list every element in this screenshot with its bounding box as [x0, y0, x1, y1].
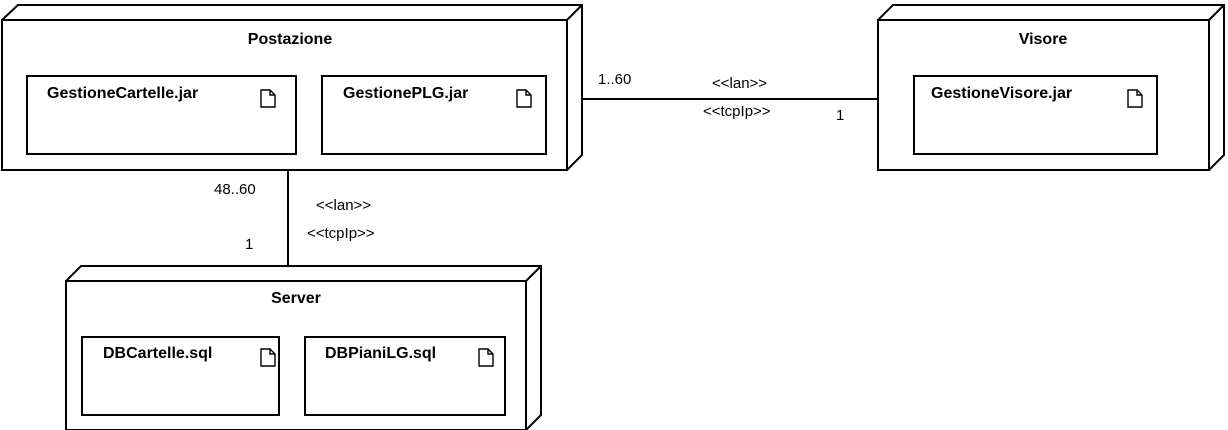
artifact-box-gestionecartelle — [26, 75, 297, 155]
node-server-box — [65, 265, 542, 430]
node-visore-box — [877, 4, 1225, 171]
multiplicity-postazione-visore-from: 1..60 — [598, 71, 632, 88]
artifact-label-gestionevisore: GestioneVisore.jar — [931, 85, 1073, 102]
document-icon — [516, 89, 532, 108]
document-icon — [478, 348, 494, 367]
multiplicity-postazione-server-from: 48..60 — [214, 181, 256, 198]
artifact-label-gestionecartelle: GestioneCartelle.jar — [47, 85, 199, 102]
artifact-label-gestioneplg: GestionePLG.jar — [343, 85, 469, 102]
artifact-box-gestioneplg — [321, 75, 547, 155]
stereotype-tcpip: <<tcpIp>> — [703, 103, 771, 120]
stereotype-lan: <<lan>> — [316, 197, 372, 214]
stereotype-tcpip: <<tcpIp>> — [307, 225, 375, 242]
document-icon — [260, 348, 276, 367]
stereotype-lan: <<lan>> — [712, 75, 768, 92]
multiplicity-postazione-server-to: 1 — [245, 236, 254, 253]
node-title-visore: Visore — [1018, 31, 1068, 48]
document-icon — [260, 89, 276, 108]
node-title-server: Server — [271, 290, 321, 307]
node-postazione-box — [1, 4, 583, 171]
artifact-box-gestionevisore — [913, 75, 1158, 155]
node-title-postazione: Postazione — [247, 31, 333, 48]
artifact-box-dbcartelle — [81, 336, 280, 416]
artifact-box-dbpianilg — [304, 336, 506, 416]
artifact-label-dbcartelle: DBCartelle.sql — [103, 345, 213, 362]
document-icon — [1127, 89, 1143, 108]
artifact-label-dbpianilg: DBPianiLG.sql — [325, 345, 437, 362]
multiplicity-postazione-visore-to: 1 — [836, 107, 845, 124]
